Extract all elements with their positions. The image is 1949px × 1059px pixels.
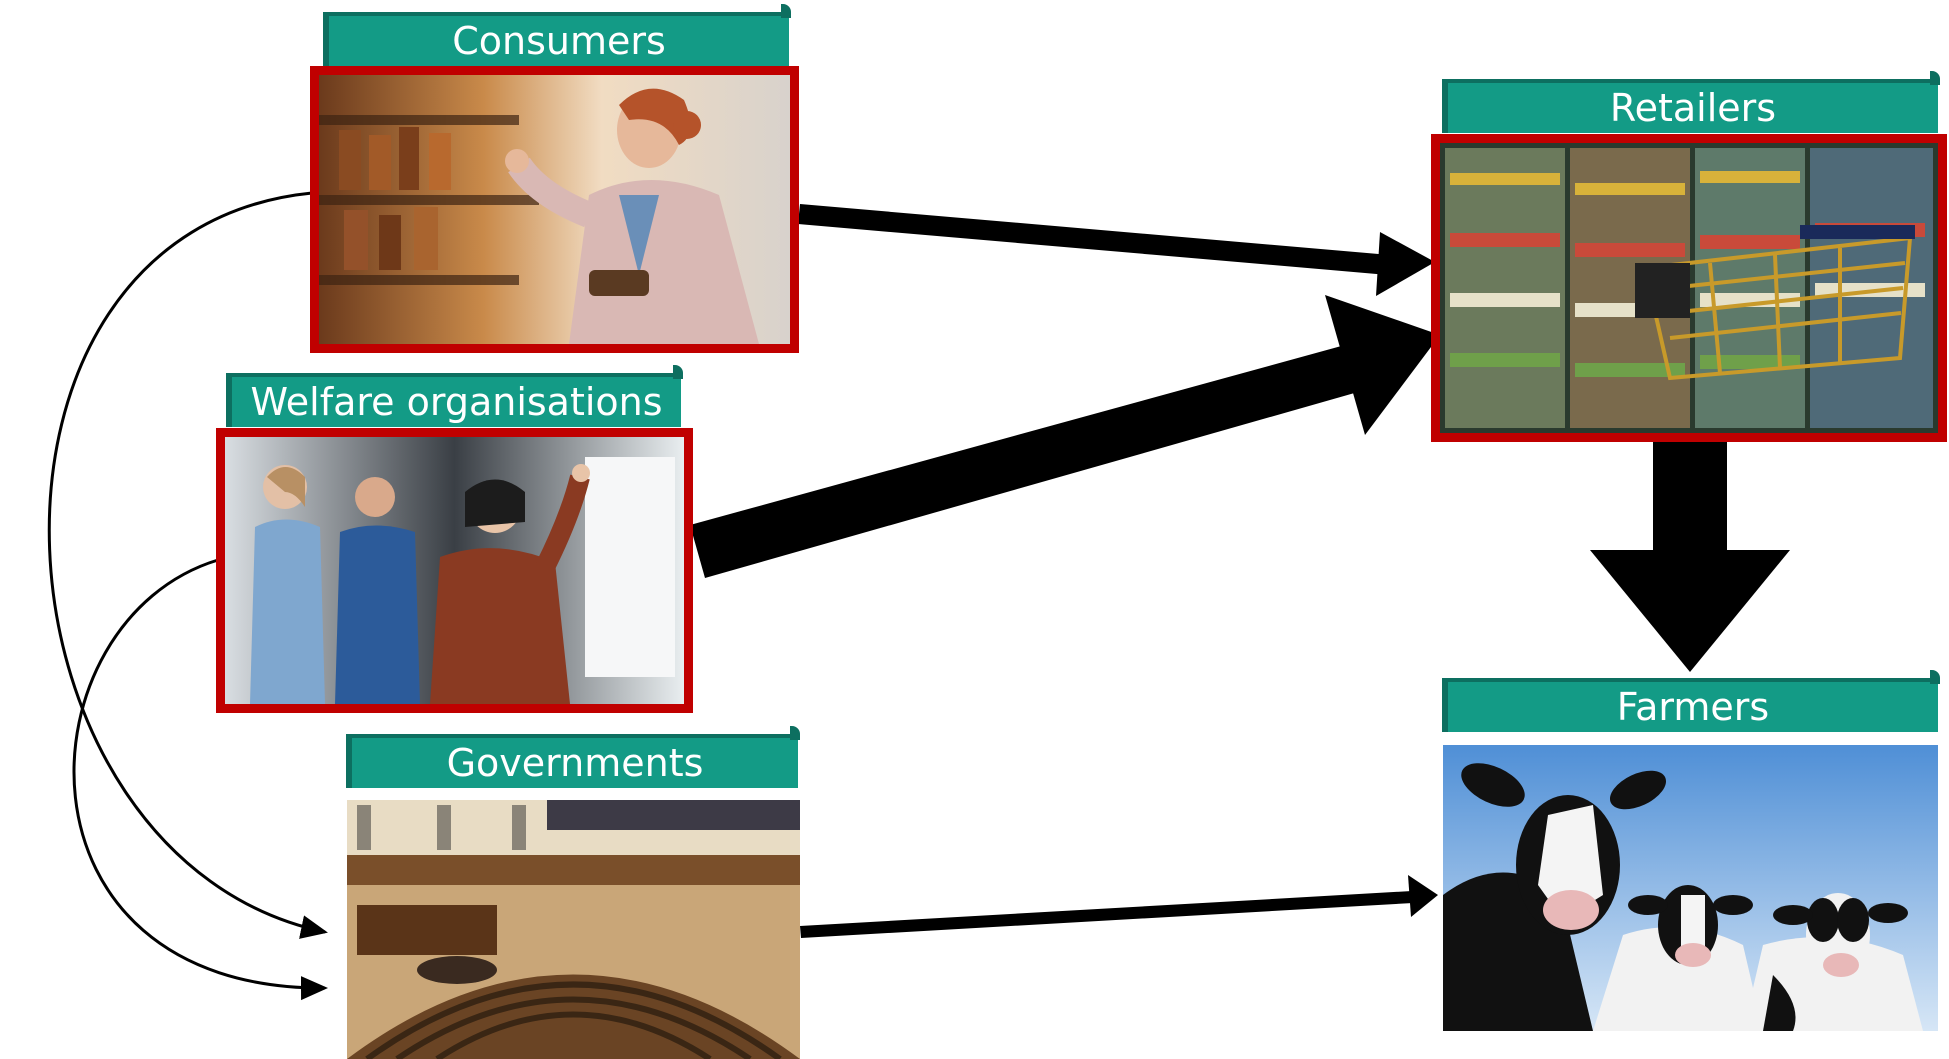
- consumers-label-ribbon: Consumers: [323, 4, 791, 66]
- retailers-label-ribbon: Retailers: [1442, 71, 1940, 133]
- governments-photo: [347, 800, 800, 1059]
- consumers-photo: [310, 66, 799, 353]
- consumers-label: Consumers: [323, 12, 789, 66]
- farmers-photo: [1443, 745, 1938, 1031]
- farmers-label-ribbon: Farmers: [1442, 670, 1940, 732]
- retailers-label: Retailers: [1442, 79, 1938, 133]
- governments-label-ribbon: Governments: [346, 726, 800, 788]
- arrow-consumers-to-retailers: [798, 204, 1435, 296]
- arrow-welfare-to-retailers: [690, 295, 1440, 578]
- welfare-label-ribbon: Welfare organisations: [226, 365, 683, 427]
- welfare-photo: [216, 428, 693, 713]
- farmers-label: Farmers: [1442, 678, 1938, 732]
- retailers-photo: [1431, 134, 1947, 442]
- arrow-welfare-to-governments: [72, 558, 328, 1001]
- arrow-consumers-to-governments: [47, 191, 328, 939]
- arrow-governments-to-farmers: [800, 875, 1438, 938]
- governments-label: Governments: [346, 734, 798, 788]
- arrow-retailers-to-farmers: [1590, 440, 1790, 672]
- welfare-label: Welfare organisations: [226, 373, 681, 427]
